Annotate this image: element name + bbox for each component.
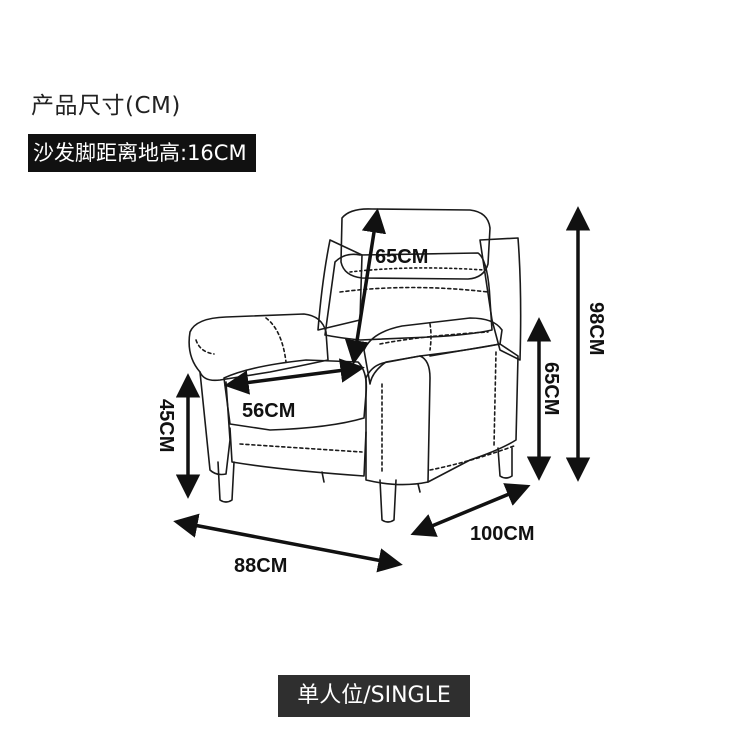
seat-depth-line xyxy=(224,358,365,395)
total-height-label: 98CM xyxy=(585,302,607,355)
width-label: 88CM xyxy=(234,555,287,577)
armchair-sketch xyxy=(188,208,522,523)
width-line xyxy=(173,513,403,573)
reclined-depth-line xyxy=(410,483,531,537)
headrest-height-line xyxy=(344,208,387,365)
dimension-lines xyxy=(173,206,591,573)
leg-height-note: 沙发脚距离地高:16CM xyxy=(28,134,256,172)
product-size-title: 产品尺寸(CM) xyxy=(31,93,181,119)
reclined-depth-label: 100CM xyxy=(470,523,534,545)
side-height-label: 65CM xyxy=(540,362,562,415)
seat-depth-label: 56CM xyxy=(242,400,295,422)
seat-height-label: 45CM xyxy=(155,399,177,452)
headrest-height-label: 65CM xyxy=(375,246,428,268)
single-seat-label: 单人位/SINGLE xyxy=(278,675,470,717)
